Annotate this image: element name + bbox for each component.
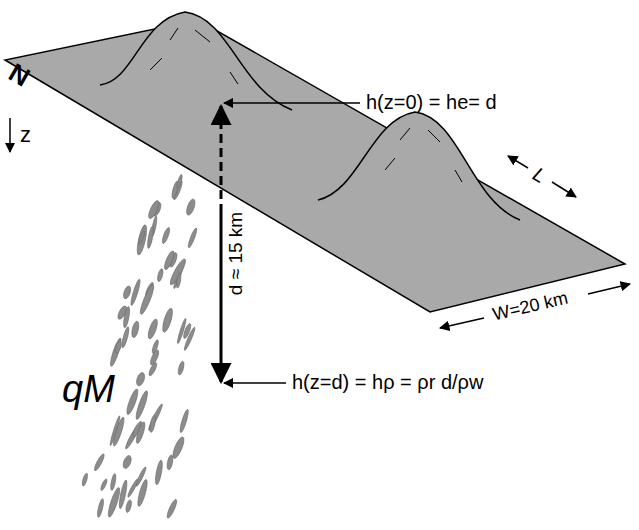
ridge-lines [150,28,238,84]
magma-lens [122,454,133,469]
magma-lens [146,226,154,249]
magma-lens [176,318,187,344]
magma-lens [93,453,106,472]
magma-lens [163,250,176,271]
ridge-lines [385,128,462,182]
magma-lens [183,327,196,352]
length-label: L [530,164,550,187]
magma-lens [161,307,175,333]
magma-lens [138,284,156,316]
magma-lens [135,224,148,256]
magma-lens [135,372,146,387]
magma-lens [138,230,146,244]
magma-lens [116,305,128,321]
magma-lens [121,326,131,348]
magma-lens [131,321,141,339]
magma-lens [114,341,123,354]
magma-lens [109,337,123,367]
magma-lens [129,279,141,306]
magma-lens [154,460,164,485]
magma-lens [125,388,140,415]
magma-lens [118,480,129,510]
magma-lens [135,421,147,444]
magma-lens [187,227,198,248]
depth-solid [220,205,223,382]
magma-bodies [81,174,198,519]
magma-lens [136,479,149,507]
depth-dashed [220,106,223,205]
magma-flux-label: qM [62,370,115,408]
magma-lens [179,409,190,433]
magma-lens [111,416,125,446]
magma-lens [157,268,165,282]
mountain [318,112,520,220]
surface-depth-label: h(z=0) = he= d [366,92,497,112]
length-arrow [508,156,528,168]
surface-plane [5,20,625,312]
magma-lens [149,415,157,433]
magma-lens [176,174,183,188]
base-depth-label: h(z=d) = hρ = ρr d/ρw [292,372,483,392]
depth-label: d ≈ 15 km [226,212,245,295]
magma-lens [165,498,178,519]
magma-lens [149,349,160,366]
z-axis-arrow [9,118,11,152]
magma-lens [125,499,133,513]
magma-lens [166,455,174,471]
magma-lens [177,361,185,376]
length-arrow [552,182,576,197]
magma-lens [122,285,132,299]
magma-lens [81,473,88,487]
leader-line [224,102,360,104]
mountain [100,12,292,110]
leader-line [224,382,286,384]
magma-lens [176,273,182,288]
magma-lens [161,227,171,245]
magma-lens [96,498,104,517]
width-arrow [440,318,484,328]
magma-lens [171,436,186,460]
axis-label: z [20,124,31,146]
magma-lens [127,478,140,498]
magma-lens [185,198,197,216]
magma-lens [146,318,159,340]
magma-lens [100,478,108,491]
magma-lens [147,199,161,220]
magma-lens [110,473,117,490]
north-label: N [5,59,34,91]
width-arrow [588,284,630,294]
